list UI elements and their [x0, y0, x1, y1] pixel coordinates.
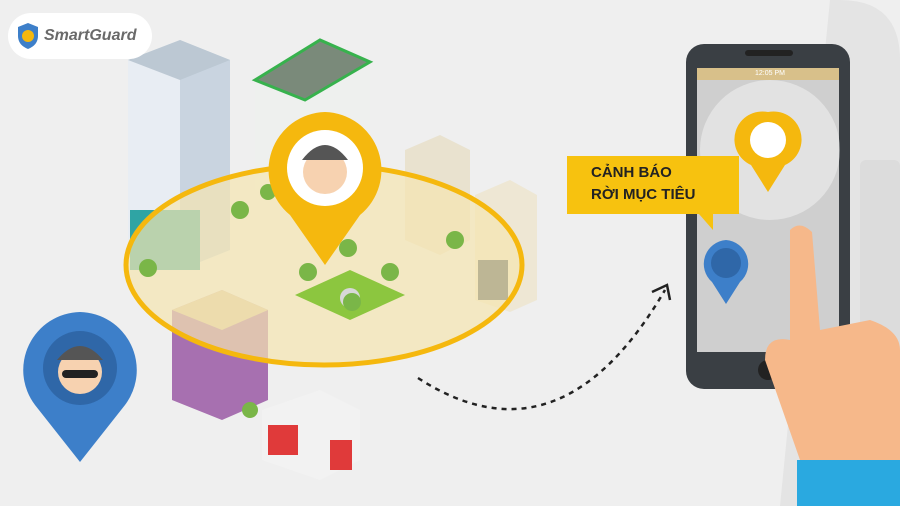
shield-icon — [18, 23, 38, 49]
hand — [765, 225, 900, 506]
brand-name: SmartGuard — [44, 27, 137, 44]
gas-station — [262, 390, 360, 480]
phone-status-time: 12:05 PM — [755, 70, 785, 77]
trees — [139, 184, 464, 418]
smartguard-logo: SmartGuard — [8, 13, 152, 59]
alert-line1: CẢNH BÁO — [591, 164, 672, 181]
guard-location-pin — [23, 312, 137, 462]
movement-arrow — [417, 289, 667, 411]
target-location-pin — [268, 112, 382, 265]
alert-line2: RỜI MỤC TIÊU — [591, 186, 696, 203]
alert-callout: CẢNH BÁO RỜI MỤC TIÊU — [567, 156, 739, 230]
